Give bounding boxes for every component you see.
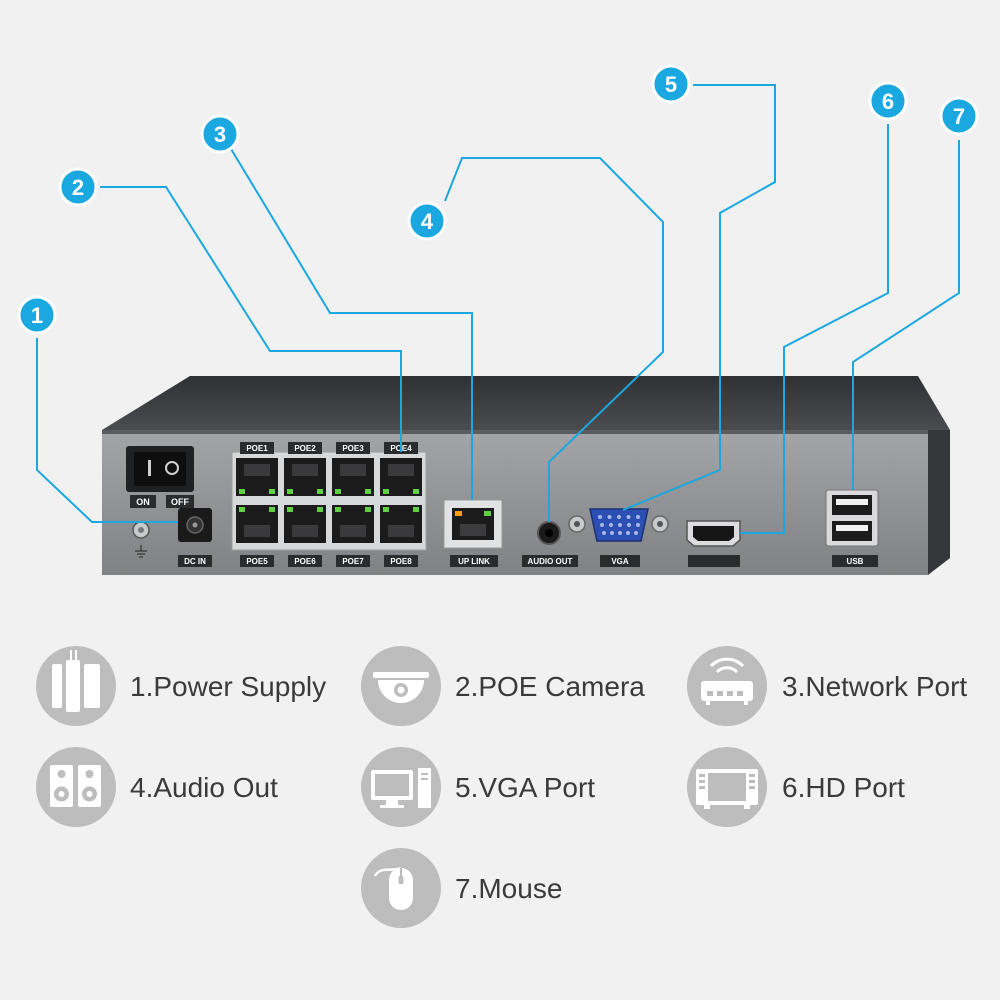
dome-camera-icon — [373, 672, 429, 703]
callout-line-1 — [36, 338, 178, 523]
tv-icon — [696, 769, 758, 809]
svg-text:7: 7 — [953, 104, 965, 129]
callout-badge-3: 3 — [200, 114, 240, 154]
usb-label-bg — [832, 555, 878, 567]
poe-port-8[interactable] — [380, 505, 422, 543]
poe-port-2[interactable] — [284, 458, 326, 496]
off-label: OFF — [171, 497, 189, 507]
callout-lines — [36, 84, 960, 534]
legend-item-power-supply: 1.Power Supply — [36, 646, 326, 726]
vga-port[interactable] — [568, 508, 669, 542]
svg-text:4: 4 — [421, 209, 434, 234]
callout-line-3 — [221, 133, 473, 500]
svg-text:5: 5 — [665, 72, 677, 97]
usb-ports[interactable] — [825, 489, 879, 547]
svg-text:5.VGA Port: 5.VGA Port — [455, 772, 595, 803]
legend-item-hd-port: 6.HD Port — [687, 747, 905, 827]
vga-label: VGA — [611, 557, 629, 566]
callout-line-6 — [740, 124, 889, 534]
audio-out-label: AUDIO OUT — [528, 557, 573, 566]
callout-badge-6: 6 — [868, 81, 908, 121]
legend-item-audio-out: 4.Audio Out — [36, 747, 278, 827]
off-label-bg — [166, 495, 194, 508]
callout-badge-7: 7 — [939, 96, 979, 136]
ground-screw — [132, 521, 150, 558]
svg-text:1: 1 — [31, 303, 43, 328]
uplink-port[interactable] — [443, 499, 503, 549]
power-switch[interactable] — [126, 446, 194, 492]
usb-label: USB — [847, 557, 864, 566]
svg-text:6: 6 — [882, 89, 894, 114]
callout-line-7 — [852, 140, 960, 490]
poe-port-7[interactable] — [332, 505, 374, 543]
svg-text:2.POE Camera: 2.POE Camera — [455, 671, 645, 702]
poe-label-5: POE5 — [246, 557, 268, 566]
dc-in-label: DC IN — [184, 557, 206, 566]
router-icon — [701, 657, 753, 705]
callout-badge-4: 4 — [407, 201, 447, 241]
on-label: ON — [136, 497, 150, 507]
device-rear-face — [102, 430, 928, 575]
callout-badges: 1 2 3 4 5 6 7 — [17, 64, 979, 335]
hdmi-port[interactable] — [686, 520, 741, 547]
hdmi-label-bg — [688, 555, 740, 567]
svg-text:1.Power Supply: 1.Power Supply — [130, 671, 326, 702]
callout-line-2 — [100, 186, 402, 452]
speakers-icon — [50, 765, 101, 807]
poe-port-6[interactable] — [284, 505, 326, 543]
poe-ports — [236, 458, 422, 543]
on-label-bg — [130, 495, 156, 508]
uplink-label: UP LINK — [458, 557, 490, 566]
callout-badge-1: 1 — [17, 295, 57, 335]
poe-label-1: POE1 — [246, 444, 268, 453]
device-top-surface — [102, 376, 950, 430]
legend-item-poe-camera: 2.POE Camera — [361, 646, 645, 726]
callout-line-5 — [622, 84, 776, 511]
ground-icon — [135, 545, 147, 558]
svg-text:6.HD Port: 6.HD Port — [782, 772, 905, 803]
uplink-label-bg — [450, 555, 498, 567]
device-right-side — [928, 430, 950, 575]
poe-label-3: POE3 — [342, 444, 364, 453]
svg-text:3.Network Port: 3.Network Port — [782, 671, 967, 702]
legend: 1.Power Supply 2.POE Camera — [36, 646, 967, 928]
mouse-icon — [373, 866, 413, 910]
computer-monitor-icon — [371, 768, 431, 808]
power-supply-icon — [52, 650, 100, 712]
poe-port-1[interactable] — [236, 458, 278, 496]
svg-text:4.Audio Out: 4.Audio Out — [130, 772, 278, 803]
callout-line-4 — [444, 157, 664, 522]
dc-in-label-bg — [178, 555, 212, 567]
poe-label-2: POE2 — [294, 444, 316, 453]
poe-label-6: POE6 — [294, 557, 316, 566]
audio-out-label-bg — [522, 555, 578, 567]
vga-label-bg — [600, 555, 640, 567]
callout-badge-5: 5 — [651, 64, 691, 104]
audio-out-jack[interactable] — [537, 521, 561, 545]
poe-label-7: POE7 — [342, 557, 364, 566]
poe-label-8: POE8 — [390, 557, 412, 566]
poe-port-5[interactable] — [236, 505, 278, 543]
dc-in-jack[interactable] — [178, 508, 212, 542]
callout-badge-2: 2 — [58, 167, 98, 207]
svg-text:2: 2 — [72, 175, 84, 200]
legend-item-mouse: 7.Mouse — [361, 848, 562, 928]
legend-item-vga-port: 5.VGA Port — [361, 747, 595, 827]
poe-port-4[interactable] — [380, 458, 422, 496]
legend-item-network-port: 3.Network Port — [687, 646, 967, 726]
svg-text:3: 3 — [214, 122, 226, 147]
poe-port-3[interactable] — [332, 458, 374, 496]
svg-text:7.Mouse: 7.Mouse — [455, 873, 562, 904]
